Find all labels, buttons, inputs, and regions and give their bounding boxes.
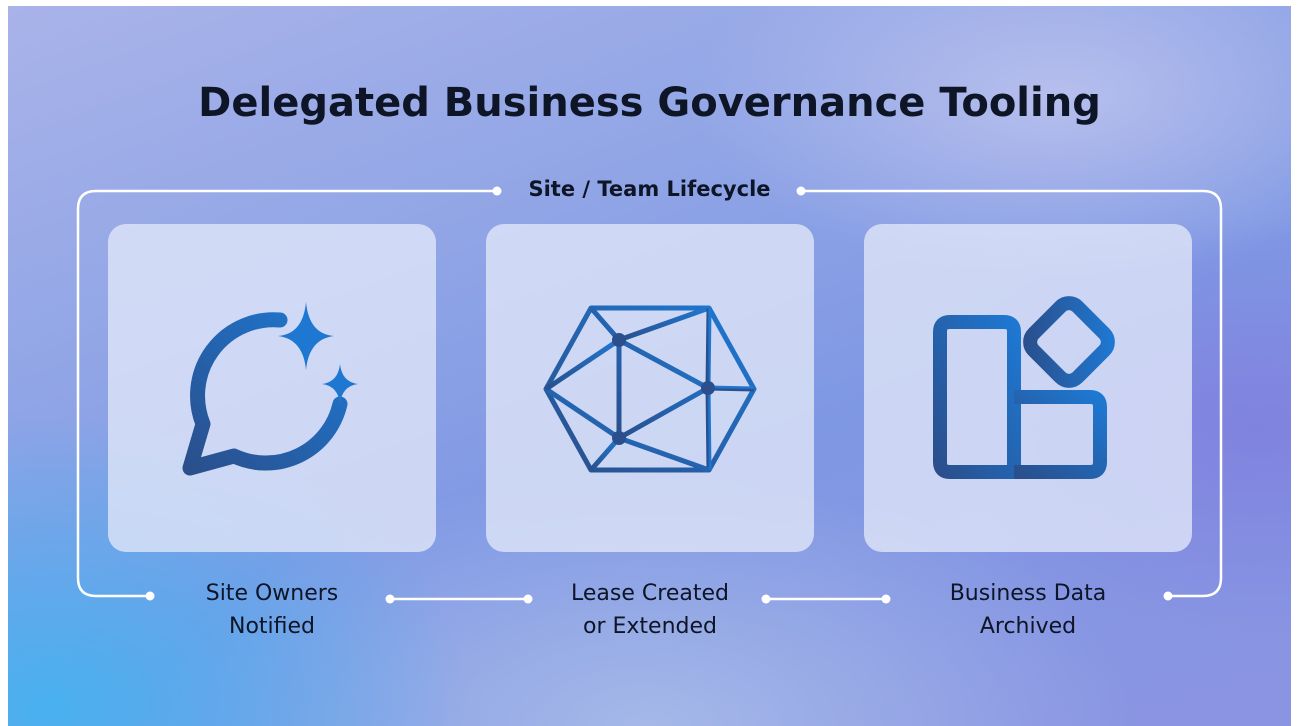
step-card-business-data	[864, 224, 1192, 552]
lifecycle-top-left-arc	[76, 189, 495, 598]
step-caption-line: Business Data	[949, 581, 1107, 606]
step-card-lease	[486, 224, 814, 552]
connector-dot	[492, 186, 502, 196]
step-caption-line: Archived	[979, 614, 1077, 639]
connector-dot	[761, 594, 771, 604]
apps-grid-icon	[933, 296, 1115, 479]
diagram-slide: Delegated Business Governance Tooling Si…	[8, 6, 1291, 726]
chat-sparkle-icon	[182, 302, 358, 476]
connector-dot	[385, 594, 395, 604]
step-card-site-owners	[108, 224, 436, 552]
lifecycle-top-right-arc	[803, 189, 1223, 598]
step-caption-line: Site Owners	[205, 581, 339, 606]
step-caption-lease: Lease Created or Extended	[530, 577, 770, 643]
connector-dot	[881, 594, 891, 604]
polyhedron-icon	[543, 305, 757, 473]
connector-dot	[1163, 591, 1173, 601]
step-caption-line: Lease Created	[571, 581, 729, 606]
connector-dot	[145, 591, 155, 601]
step-caption-line: Notified	[228, 614, 315, 639]
lifecycle-loop	[76, 186, 1223, 604]
connector-dot	[523, 594, 533, 604]
diagram-title: Delegated Business Governance Tooling	[198, 80, 1101, 126]
step-caption-business-data: Business Data Archived	[908, 577, 1148, 643]
lifecycle-label: Site / Team Lifecycle	[528, 177, 771, 201]
step-caption-site-owners: Site Owners Notified	[152, 577, 392, 643]
connector-dot	[796, 186, 806, 196]
step-caption-line: or Extended	[583, 614, 717, 639]
